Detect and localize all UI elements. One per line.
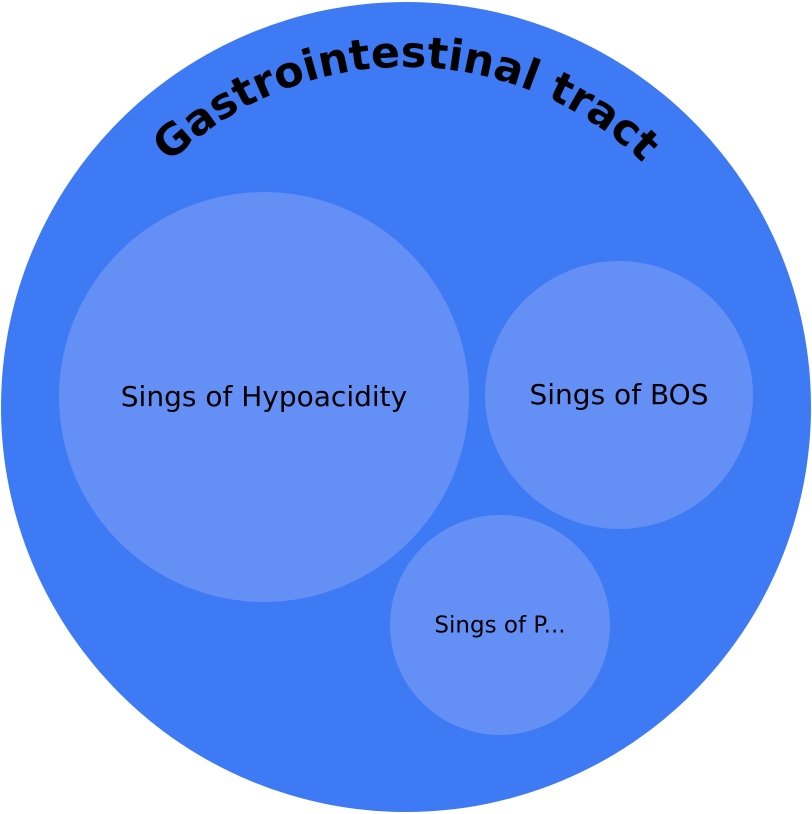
child-label-bos: Sings of BOS <box>530 378 709 411</box>
child-label-p: Sings of P... <box>434 613 565 639</box>
child-circle-p[interactable] <box>390 515 610 735</box>
child-circle-hypoacidity[interactable] <box>59 192 469 602</box>
child-label-hypoacidity: Sings of Hypoacidity <box>121 380 407 413</box>
child-circle-bos[interactable] <box>485 261 753 529</box>
